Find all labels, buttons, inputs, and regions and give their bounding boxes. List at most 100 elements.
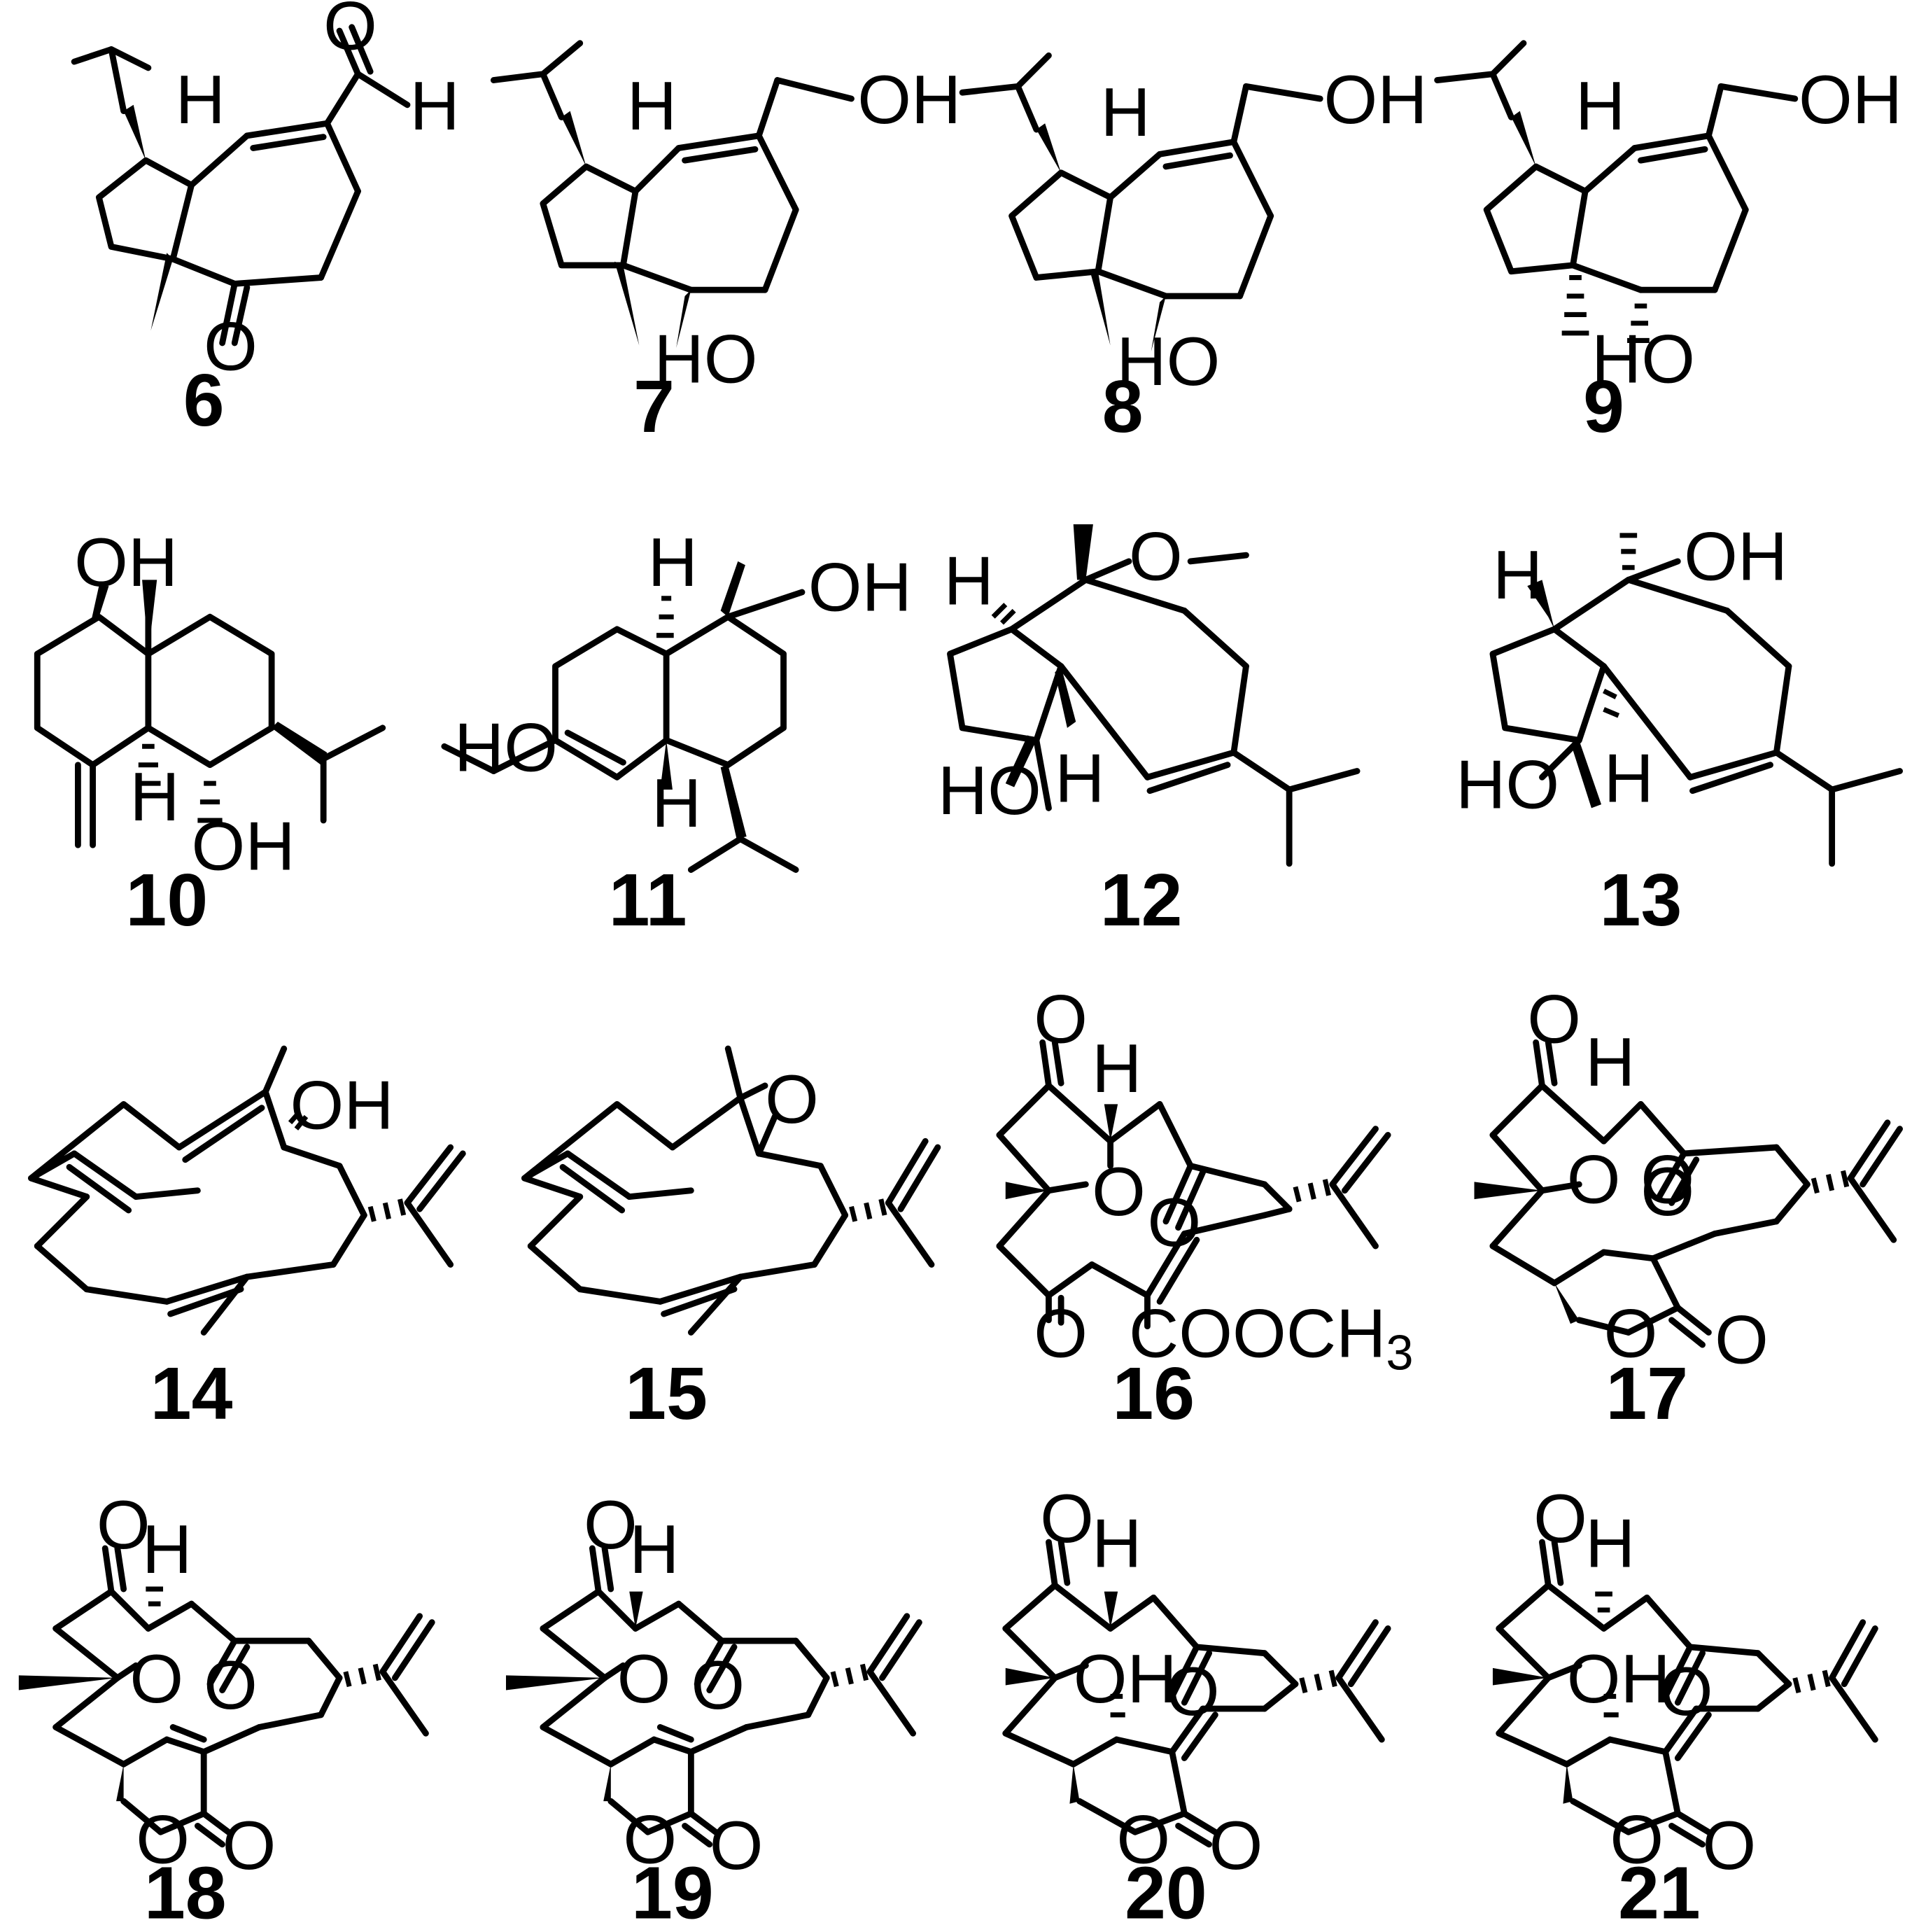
structure-15: O 15 [521,1045,941,1435]
atom-O: O [623,1800,677,1877]
atom-O: O [1533,1480,1587,1557]
structure-18: O H O O O O 18 [18,1486,435,1932]
compound-label: 20 [1125,1852,1207,1932]
atom-O: O [691,1646,745,1723]
atom-O: O [710,1807,764,1884]
atom-OH: OH [74,524,178,601]
atom-H: H [1575,67,1625,144]
atom-H: H [944,542,994,620]
structure-13: OH H HO H 13 [1456,517,1903,941]
atom-O: O [1040,1480,1094,1557]
atom-OH: OH [1684,517,1787,594]
structure-8: OH H HO 8 [959,52,1428,448]
compound-label: 15 [625,1352,708,1435]
atom-O: O [765,1060,819,1138]
atom-H: H [129,758,179,835]
atom-O: O [1640,1140,1694,1217]
atom-OH: OH [857,61,961,138]
atom-HO: HO [1116,323,1220,400]
structure-11: OH H HO H 11 [441,524,912,941]
atom-O: O [136,1800,190,1877]
structure-21: O H OH O O O 21 [1492,1480,1878,1932]
atom-H: H [1100,74,1150,150]
atom-HO: HO [654,320,757,397]
atom-O: O [1604,1295,1658,1372]
atom-H: H [410,67,460,144]
atom-O: O [617,1640,671,1717]
structure-7: OH H HO 7 [490,40,961,448]
atom-O: O [1209,1807,1263,1884]
structure-20: O H OH O O O 20 [1002,1480,1391,1932]
atom-O: O [323,0,377,64]
structure-10: OH H OH 10 [34,524,386,941]
atom-O: O [584,1486,638,1563]
compound-label: 19 [631,1852,714,1932]
atom-H: H [627,67,677,144]
atom-O: O [1640,1153,1694,1230]
atom-O: O [1034,1295,1088,1372]
atom-H: H [142,1511,192,1588]
atom-O: O [204,308,258,385]
structure-9: OH H HO 9 [1434,40,1902,448]
atom-O: O [1659,1653,1713,1730]
atom-O: O [1610,1800,1664,1877]
atom-H: H [648,524,698,601]
atom-H: H [1092,1030,1141,1107]
compound-label: 8 [1102,365,1144,448]
atom-OH: OH [290,1067,394,1144]
structure-16: O H O O O COOCH3 16 [996,980,1414,1435]
atom-H: H [1493,536,1542,613]
compound-label: 14 [150,1352,233,1435]
compound-label: 21 [1618,1852,1701,1932]
atom-HO: HO [454,709,558,786]
atom-OH: OH [192,808,295,885]
structure-14: OH 14 [28,1045,466,1435]
compound-label: 6 [183,359,225,442]
atom-OH: OH [1074,1640,1177,1717]
atom-O: O [129,1640,183,1717]
atom-H: H [1585,1023,1635,1100]
atom-H: H [1092,1504,1141,1581]
atom-HO: HO [1456,746,1559,822]
atom-OH: OH [1799,61,1902,138]
atom-O: O [204,1646,258,1723]
compound-label: 13 [1600,859,1682,941]
atom-H: H [652,764,701,841]
atom-OH: OH [808,548,912,625]
atom-H: H [629,1511,679,1588]
atom-OH: OH [1323,61,1427,138]
atom-HO: HO [938,752,1041,829]
atom-H: H [1585,1504,1635,1581]
atom-O: O [1092,1153,1146,1230]
atom-O: O [1567,1140,1621,1217]
atom-O: O [1116,1800,1170,1877]
ester-label: COOCH3 [1129,1295,1414,1380]
atom-O: O [1147,1184,1201,1261]
compound-label: 16 [1112,1352,1195,1435]
atom-HO: HO [1591,320,1695,397]
atom-O: O [1166,1653,1220,1730]
compound-label: 18 [144,1852,227,1932]
atom-O: O [1703,1807,1757,1884]
structure-17: O H O O O O O 17 [1474,980,1903,1435]
atom-H: H [176,61,225,138]
atom-O: O [1715,1301,1769,1378]
compound-label: 12 [1100,859,1183,941]
compound-label: 10 [126,859,209,941]
compound-label: 9 [1583,365,1624,448]
atom-O: O [1527,980,1581,1057]
structure-6: O H H O 6 [71,0,460,442]
atom-H: H [1604,740,1654,817]
atom-O: O [97,1486,150,1563]
structure-19: O H O O O O 19 [505,1486,922,1932]
compound-label: 17 [1605,1352,1688,1435]
atom-H: H [1055,740,1104,817]
structure-12: O H HO H 12 [938,517,1361,941]
atom-OH: OH [1567,1640,1671,1717]
atom-O: O [1034,980,1088,1057]
compound-label: 11 [609,859,687,941]
compound-label: 7 [633,365,675,448]
atom-O: O [1129,517,1183,594]
atom-O: O [223,1807,276,1884]
